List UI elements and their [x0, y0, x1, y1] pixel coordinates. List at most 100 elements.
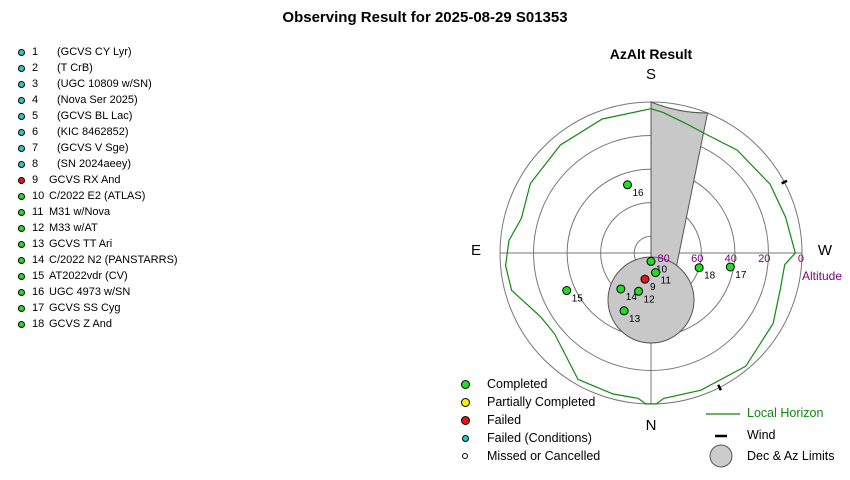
target-number: 14 [32, 254, 45, 266]
target-number: 4 [32, 94, 39, 106]
target-point [619, 306, 629, 316]
target-point-label: 10 [656, 264, 668, 275]
status-dot-icon [18, 128, 25, 136]
target-number: 7 [32, 142, 39, 154]
status-dot-icon [18, 304, 25, 312]
target-number: 16 [32, 286, 45, 298]
target-row: 2(T CrB) [18, 60, 178, 76]
wind-marker [781, 179, 788, 185]
target-row: 16 UGC 4973 w/SN [18, 284, 178, 300]
target-number: 8 [32, 158, 39, 170]
target-point-label: 9 [650, 282, 656, 293]
target-point [562, 286, 572, 296]
target-number: 15 [32, 270, 45, 282]
target-name: (GCVS BL Lac) [57, 110, 133, 122]
target-name: (UGC 10809 w/SN) [57, 78, 152, 90]
target-name: UGC 4973 w/SN [49, 286, 131, 298]
target-name: C/2022 N2 (PANSTARRS) [49, 254, 178, 266]
legend-local-horizon: Local Horizon [747, 406, 824, 420]
target-number: 1 [32, 46, 39, 58]
status-dot-icon [18, 144, 25, 152]
target-name: C/2022 E2 (ATLAS) [49, 190, 146, 202]
status-dot-icon [18, 112, 25, 120]
compass-west: W [818, 242, 833, 259]
altitude-tick-label: 60 [691, 253, 703, 265]
target-row: 10 C/2022 E2 (ATLAS) [18, 188, 178, 204]
target-point-label: 18 [704, 271, 716, 282]
target-number: 3 [32, 78, 39, 90]
altitude-tick-label: 40 [725, 253, 737, 265]
target-name: (SN 2024aeey) [57, 158, 131, 170]
target-name: GCVS RX And [49, 174, 121, 186]
legend-failed: Failed [458, 411, 600, 429]
legend-wind: Wind [747, 428, 776, 442]
compass-north: N [646, 417, 657, 434]
legend-limits: Dec & Az Limits [747, 449, 835, 463]
target-number: 18 [32, 318, 45, 330]
target-point [616, 284, 626, 294]
legend-missed: Missed or Cancelled [458, 447, 600, 465]
target-name: (GCVS V Sge) [57, 142, 129, 154]
altitude-tick-label: 20 [758, 253, 770, 265]
status-dot-icon [18, 208, 25, 216]
page-title: Observing Result for 2025-08-29 S01353 [282, 9, 568, 26]
status-dot-icon [18, 320, 25, 328]
partial-dot-icon [461, 397, 470, 407]
target-point-label: 14 [626, 292, 638, 303]
status-dot-icon [18, 272, 25, 280]
target-row: 13 GCVS TT Ari [18, 236, 178, 252]
status-dot-icon [18, 64, 25, 72]
target-row: 3 (UGC 10809 w/SN) [18, 76, 178, 92]
altitude-tick-label: 80 [658, 253, 670, 265]
legend-completed: Completed [458, 375, 600, 393]
target-number: 10 [32, 190, 45, 202]
target-point-label: 12 [644, 294, 656, 305]
status-dot-icon [18, 240, 25, 248]
target-number: 17 [32, 302, 45, 314]
target-point-label: 15 [572, 294, 584, 305]
limits-legend-circle [709, 444, 733, 468]
target-point [651, 268, 661, 278]
target-row: 18 GCVS Z And [18, 316, 178, 332]
target-name: M31 w/Nova [49, 206, 111, 218]
target-row: 6(KIC 8462852) [18, 124, 178, 140]
target-point [694, 263, 704, 273]
status-legend: Completed Partially Completed Failed Fai… [458, 375, 600, 465]
target-point-label: 13 [629, 314, 641, 325]
compass-east: E [471, 242, 481, 259]
status-dot-icon [18, 256, 25, 264]
target-row: 4 (Nova Ser 2025) [18, 92, 178, 108]
target-number: 2 [32, 62, 39, 74]
target-number: 9 [32, 174, 39, 186]
target-list: 1(GCVS CY Lyr)2(T CrB)3(UGC 10809 w/SN)4… [18, 44, 178, 332]
target-point-label: 17 [735, 270, 747, 281]
target-number: 13 [32, 238, 45, 250]
target-name: (KIC 8462852) [57, 126, 129, 138]
status-dot-icon [18, 192, 25, 200]
legend-failed-conditions: Failed (Conditions) [458, 429, 600, 447]
status-dot-icon [18, 80, 25, 88]
target-name: GCVS Z And [49, 318, 112, 330]
chart-title: AzAlt Result [610, 46, 693, 62]
wind-marker [717, 384, 723, 391]
failed-conditions-dot-icon [462, 434, 469, 442]
failed-dot-icon [461, 415, 470, 425]
local-horizon-line [504, 108, 796, 405]
target-name: (Nova Ser 2025) [57, 94, 138, 106]
status-dot-icon [18, 96, 25, 104]
legend-partial: Partially Completed [458, 393, 600, 411]
target-name: M33 w/AT [49, 222, 98, 234]
status-dot-icon [18, 288, 25, 296]
target-number: 12 [32, 222, 45, 234]
target-row: 14 C/2022 N2 (PANSTARRS) [18, 252, 178, 268]
target-row: 7 (GCVS V Sge) [18, 140, 178, 156]
target-point [646, 256, 656, 266]
local-horizon [504, 108, 796, 405]
target-row: 5(GCVS BL Lac) [18, 108, 178, 124]
target-point [634, 286, 644, 296]
target-point [623, 180, 633, 190]
target-name: GCVS TT Ari [49, 238, 113, 250]
